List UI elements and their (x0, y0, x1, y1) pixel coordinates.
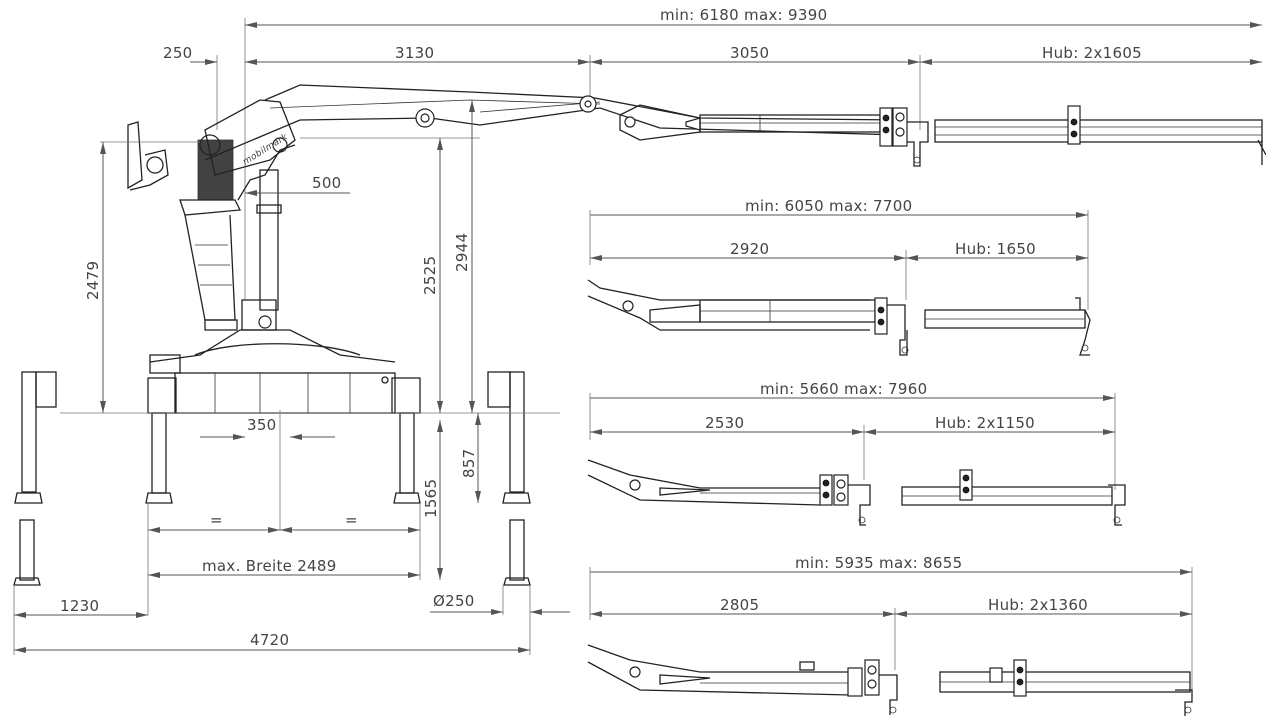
variant-2-boom2-label: 2530 (705, 414, 744, 432)
pillar-height-label: 2525 (421, 256, 439, 295)
variant-2-boom (587, 459, 1126, 526)
overhang-label: 1230 (60, 597, 99, 615)
boom-height-label: 2944 (453, 233, 471, 272)
variant-3-boom2-label: 2805 (720, 596, 759, 614)
crane-main-boom: mobilmark (199, 84, 1266, 176)
variant-1-boom2-label: 2920 (730, 240, 769, 258)
variant-2-overall-label: min: 5660 max: 7960 (760, 380, 927, 398)
boom2-length-label: 3050 (730, 44, 769, 62)
boom1-length-label: 3130 (395, 44, 434, 62)
variant-1-dimensions (589, 210, 1089, 310)
variant-1-overall-label: min: 6050 max: 7700 (745, 197, 912, 215)
offset-500-label: 500 (312, 174, 342, 192)
seat-height-label: 2479 (84, 261, 102, 300)
total-width-label: 4720 (250, 631, 289, 649)
top-dimension-lines (190, 18, 1262, 300)
variant-1-stroke-label: Hub: 1650 (955, 240, 1036, 258)
stroke-label: Hub: 2x1605 (1042, 44, 1142, 62)
equal-left-label: = (210, 511, 223, 529)
variant-3-stroke-label: Hub: 2x1360 (988, 596, 1088, 614)
offset-250-label: 250 (163, 44, 193, 62)
variant-2-stroke-label: Hub: 2x1150 (935, 414, 1035, 432)
center-350-label: 350 (247, 416, 277, 434)
foot-diameter-label: Ø250 (433, 592, 475, 610)
variant-3-boom (587, 644, 1193, 716)
equal-right-label: = (345, 511, 358, 529)
leg-depth-label: 857 (460, 448, 478, 478)
variant-3-dimensions (589, 567, 1193, 690)
variant-3-overall-label: min: 5935 max: 8655 (795, 554, 962, 572)
variant-2-dimensions (589, 393, 1116, 490)
max-width-label: max. Breite 2489 (202, 557, 337, 575)
operator-seat-and-column (127, 121, 296, 331)
overall-reach-label: min: 6180 max: 9390 (660, 6, 827, 24)
outrigger-height-label: 1565 (422, 479, 440, 518)
variant-1-boom (587, 279, 1091, 356)
crane-base (13, 329, 531, 586)
height-dimension-lines (13, 100, 570, 655)
